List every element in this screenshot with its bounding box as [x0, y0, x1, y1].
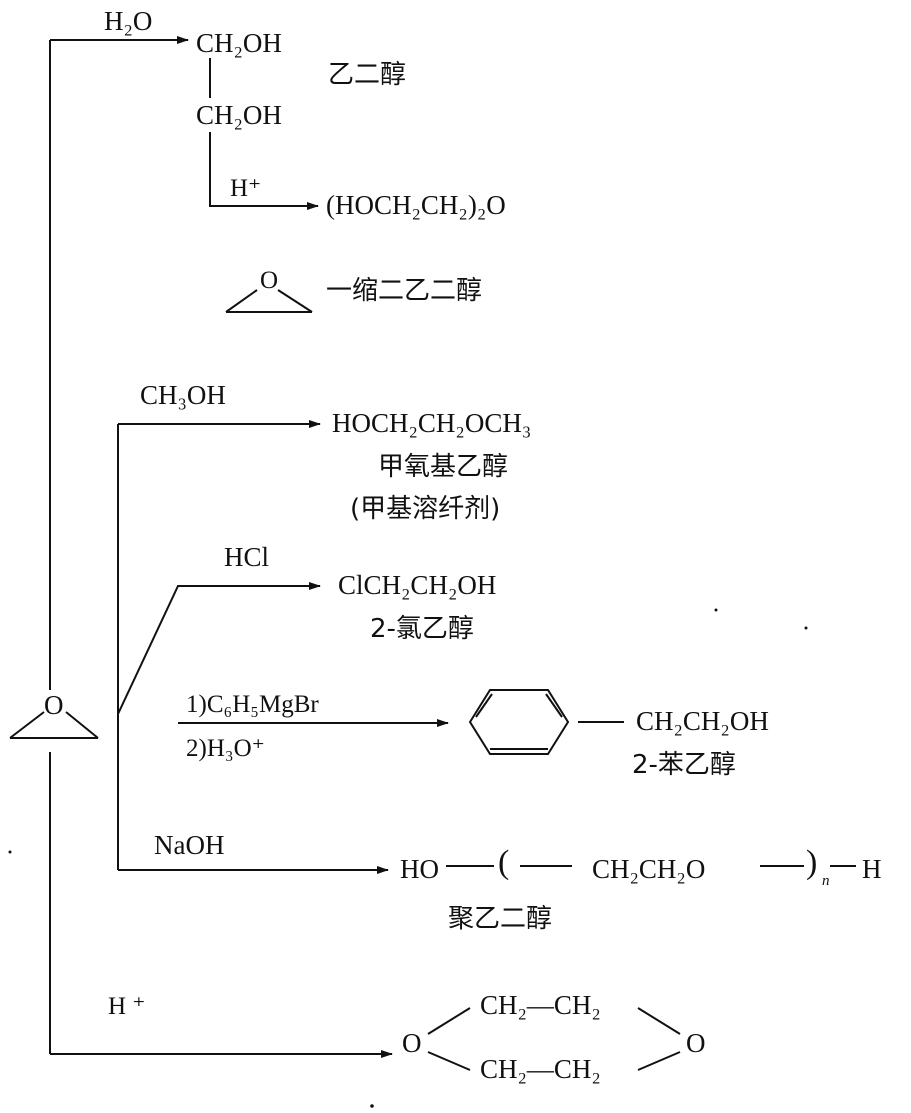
peg-paren-open: ( [498, 844, 510, 881]
chloroethanol-formula: ClCH₂CH₂OH [338, 570, 497, 600]
dioxane-bond-top-left [427, 1007, 471, 1035]
reagent-naoh: NaOH [154, 830, 225, 860]
methoxyethanol-alt-name: (甲基溶纤剂) [350, 494, 501, 524]
reagent-water: H₂O [104, 6, 153, 36]
diglycol-formula: (HOCH₂CH₂)₂O [326, 190, 506, 220]
chloroethanol-name: 2-氯乙醇 [370, 614, 474, 644]
benzene-ring [468, 689, 570, 755]
dioxane-oxygen-right: O [686, 1028, 706, 1058]
peg-repeat-unit: CH₂CH₂O [592, 854, 706, 884]
small-epoxide-triangle [225, 289, 313, 313]
hcl-arrow [117, 582, 321, 715]
reagent-h-plus-2: H ⁺ [108, 993, 146, 1020]
peg-paren-close: ) [806, 844, 818, 881]
phenylethanol-name: 2-苯乙醇 [632, 750, 736, 780]
reagent-hcl: HCl [224, 542, 270, 572]
peg-ho: HO [400, 854, 439, 884]
glycol-name: 乙二醇 [328, 60, 407, 90]
diglycol-name: 一缩二乙二醇 [326, 276, 483, 306]
methoxyethanol-formula: HOCH₂CH₂OCH₃ [332, 408, 532, 438]
phenylethanol-chain: CH₂CH₂OH [636, 706, 769, 736]
speck [804, 626, 808, 630]
speck [8, 850, 12, 854]
reagent-grignard-step1: 1)C₆H₅MgBr [186, 691, 319, 718]
dioxane-oxygen-left: O [402, 1028, 422, 1058]
reagent-methanol: CH₃OH [140, 380, 226, 410]
ethylene-oxide-start-triangle [9, 711, 99, 739]
glycol-top-group: CH₂OH [196, 28, 282, 58]
speck [714, 608, 718, 612]
diglycol-arrow [209, 132, 319, 210]
small-epoxide-oxygen: O [260, 267, 279, 294]
methoxyethanol-name: 甲氧基乙醇 [378, 452, 509, 482]
speck [370, 1104, 374, 1108]
glycol-bottom-group: CH₂OH [196, 100, 282, 130]
peg-subscript-n: n [822, 873, 830, 889]
dioxane-bond-bottom-left [427, 1051, 471, 1071]
dioxane-bottom-chain: CH₂—CH₂ [480, 1054, 601, 1084]
ethylene-oxide-oxygen: O [44, 690, 64, 720]
dioxane-top-chain: CH₂—CH₂ [480, 990, 601, 1020]
reagent-h-plus-1: H⁺ [230, 175, 262, 202]
dioxane-bond-bottom-right [637, 1051, 681, 1071]
peg-end-h: H [862, 854, 882, 884]
peg-name: 聚乙二醇 [448, 904, 553, 934]
reagent-grignard-step2: 2)H₃O⁺ [186, 735, 265, 762]
dioxane-bond-top-right [637, 1007, 681, 1035]
